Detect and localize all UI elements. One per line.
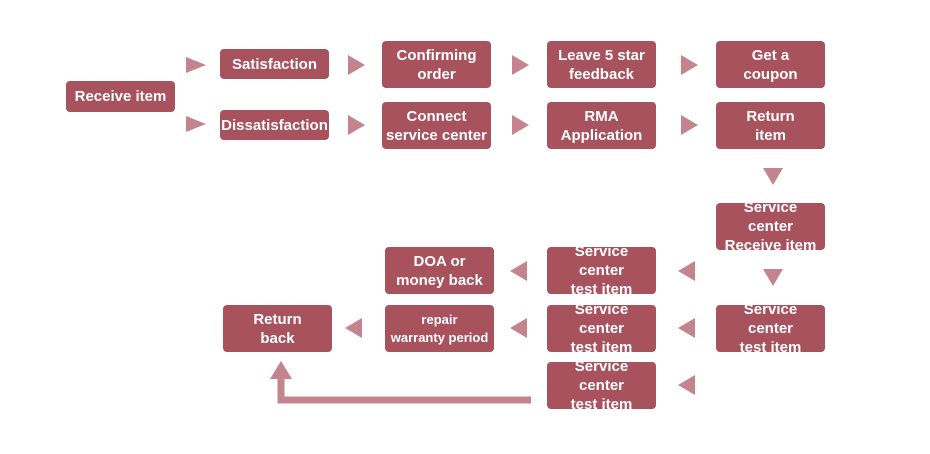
receive-item-node: Receive item: [66, 81, 175, 112]
doa-money-back-node: DOA or money back: [385, 247, 494, 294]
service-center-test-item-node-middle: Service center test item: [547, 301, 656, 356]
service-center-receive-item-node: Service center Receive item: [716, 199, 825, 254]
rma-application-node: RMA Application: [547, 102, 656, 149]
service-center-test-item-node-bottom: Service center test item: [547, 358, 656, 413]
arrow-left-to-repair-warranty: [510, 318, 527, 338]
service-center-test-item-node-right: Service center test item: [716, 301, 825, 356]
arrow-to-confirming-order: [348, 55, 365, 75]
arrow-to-connect-service-center: [348, 115, 365, 135]
connect-service-center-node: Connect service center: [382, 102, 491, 149]
arrow-left-to-test-item-bottom: [678, 375, 695, 395]
arrow-to-dissatisfaction: [186, 116, 206, 132]
arrow-to-rma-application: [512, 115, 529, 135]
service-center-test-item-node-top: Service center test item: [547, 243, 656, 298]
dissatisfaction-node: Dissatisfaction: [220, 110, 329, 140]
arrow-down-to-service-center-receive: [763, 168, 783, 185]
get-coupon-node: Get a coupon: [716, 41, 825, 88]
arrow-to-satisfaction: [186, 57, 206, 73]
leave-feedback-node: Leave 5 star feedback: [547, 41, 656, 88]
arrow-left-to-doa-money-back: [510, 261, 527, 281]
arrow-down-to-service-center-test: [763, 269, 783, 286]
arrow-left-to-test-item-middle: [678, 318, 695, 338]
confirming-order-node: Confirming order: [382, 41, 491, 88]
return-back-node: Return back: [223, 305, 332, 352]
arrow-to-get-coupon: [681, 55, 698, 75]
arrow-left-to-test-item-top: [678, 261, 695, 281]
arrow-left-to-return-back: [345, 318, 362, 338]
arrow-to-return-item: [681, 115, 698, 135]
satisfaction-node: Satisfaction: [220, 49, 329, 79]
return-item-node: Return item: [716, 102, 825, 149]
repair-warranty-period-node: repair warranty period: [385, 305, 494, 352]
arrow-to-leave-feedback: [512, 55, 529, 75]
